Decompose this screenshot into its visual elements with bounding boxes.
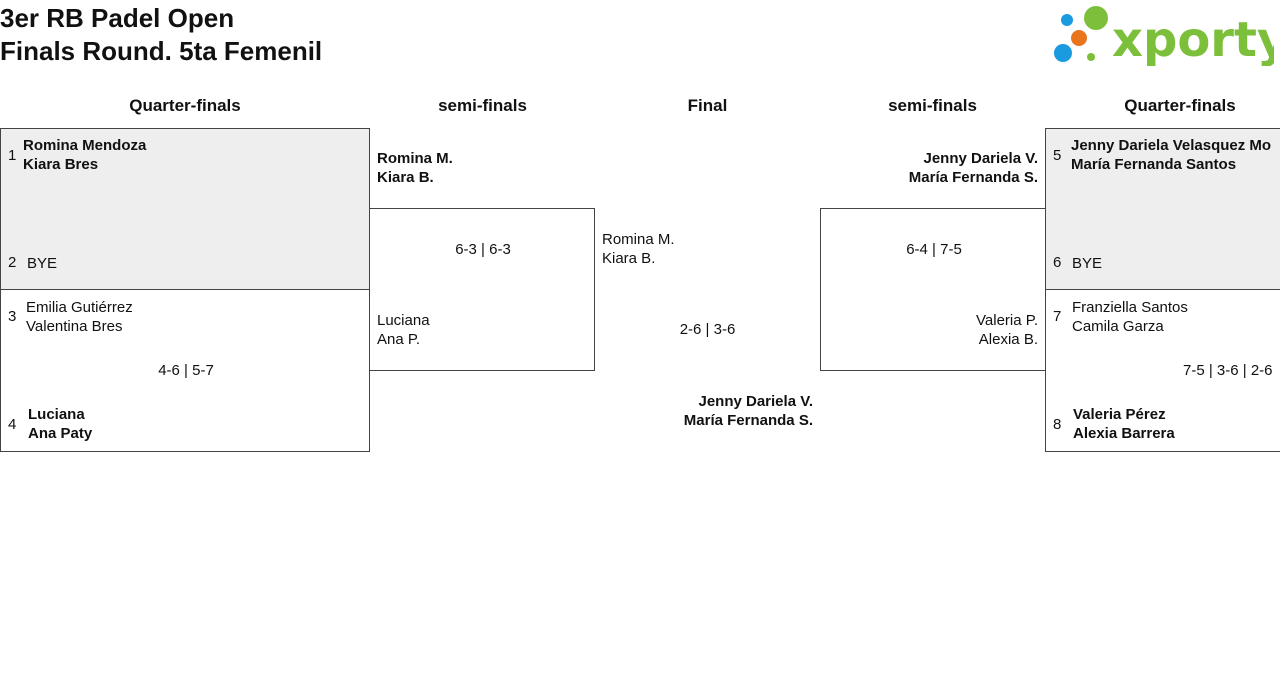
team-entry[interactable]: Franziella Santos Camila Garza <box>1072 298 1188 336</box>
player-name: Valeria P. <box>976 312 1038 329</box>
team-entry[interactable]: BYE <box>1072 254 1102 273</box>
player-name: Valentina Bres <box>26 318 123 335</box>
player-name: Franziella Santos <box>1072 299 1188 316</box>
match-score: 6-3 | 6-3 <box>455 241 511 258</box>
col-header-left-qf: Quarter-finals <box>129 96 241 115</box>
sf-left-bottom-team[interactable]: Luciana Ana P. <box>377 311 430 349</box>
seed-number: 7 <box>1053 308 1062 325</box>
sf-match-left[interactable]: 6-3 | 6-3 Luciana Ana P. <box>369 208 595 371</box>
seed-number: 4 <box>8 416 17 433</box>
player-name: Emilia Gutiérrez <box>26 299 133 316</box>
qf-match-4[interactable]: 7 Franziella Santos Camila Garza 7-5 | 3… <box>1045 289 1280 452</box>
xporty-logo: xporty <box>1052 4 1280 68</box>
player-name: Romina M. <box>377 150 453 167</box>
team-entry[interactable]: Jenny Dariela Velasquez Mo María Fernand… <box>1071 136 1271 174</box>
player-name: María Fernanda Santos <box>1071 156 1237 173</box>
col-header-final: Final <box>687 96 728 115</box>
player-name: Jenny Dariela Velasquez Mo <box>1071 137 1272 154</box>
logo-text: xporty <box>1112 12 1274 66</box>
player-name: Alexia B. <box>978 331 1038 348</box>
team-entry[interactable]: Valeria Pérez Alexia Barrera <box>1073 405 1175 443</box>
player-name: Jenny Dariela V. <box>698 393 813 410</box>
match-score: 6-4 | 7-5 <box>906 241 962 258</box>
col-header-left-sf: semi-finals <box>438 96 527 115</box>
team-entry[interactable]: Romina Mendoza Kiara Bres <box>23 136 146 174</box>
player-name: Alexia Barrera <box>1073 425 1175 442</box>
team-entry[interactable]: BYE <box>27 254 57 273</box>
sf-right-top-team[interactable]: Jenny Dariela V. María Fernanda S. <box>820 149 1038 187</box>
seed-number: 6 <box>1053 254 1062 271</box>
player-name: BYE <box>1072 255 1103 272</box>
player-name: Kiara B. <box>377 169 434 186</box>
seed-number: 8 <box>1053 416 1062 433</box>
round-name: Finals Round. 5ta Femenil <box>0 36 323 66</box>
player-name: Jenny Dariela V. <box>923 150 1038 167</box>
player-name: Luciana <box>28 406 85 423</box>
player-name: María Fernanda S. <box>908 169 1038 186</box>
player-name: Kiara Bres <box>23 156 99 173</box>
player-name: Camila Garza <box>1072 318 1164 335</box>
player-name: María Fernanda S. <box>683 412 813 429</box>
player-name: Ana Paty <box>28 425 93 442</box>
player-name: Ana P. <box>377 331 421 348</box>
seed-number: 5 <box>1053 147 1062 164</box>
sf-match-right[interactable]: 6-4 | 7-5 Valeria P. Alexia B. <box>820 208 1046 371</box>
col-header-right-qf: Quarter-finals <box>1124 96 1236 115</box>
sf-left-top-team[interactable]: Romina M. Kiara B. <box>377 149 453 187</box>
sf-right-bottom-team[interactable]: Valeria P. Alexia B. <box>821 311 1038 349</box>
page-title: 3er RB Padel Open Finals Round. 5ta Feme… <box>0 2 322 68</box>
team-entry[interactable]: Emilia Gutiérrez Valentina Bres <box>26 298 133 336</box>
qf-match-1[interactable]: 1 Romina Mendoza Kiara Bres 2 BYE <box>0 128 370 290</box>
final-top-team[interactable]: Romina M. Kiara B. <box>602 230 675 268</box>
seed-number: 1 <box>8 147 17 164</box>
player-name: Luciana <box>377 312 430 329</box>
team-entry[interactable]: Luciana Ana Paty <box>28 405 92 443</box>
final-score: 2-6 | 3-6 <box>679 321 736 338</box>
qf-match-2[interactable]: 3 Emilia Gutiérrez Valentina Bres 4-6 | … <box>0 289 370 452</box>
final-bottom-team[interactable]: Jenny Dariela V. María Fernanda S. <box>595 392 813 430</box>
player-name: Valeria Pérez <box>1073 406 1166 423</box>
logo-mark: xporty <box>1054 6 1280 68</box>
player-name: BYE <box>27 255 58 272</box>
player-name: Romina Mendoza <box>23 137 147 154</box>
player-name: Romina M. <box>602 231 675 248</box>
qf-match-3[interactable]: 5 Jenny Dariela Velasquez Mo María Ferna… <box>1045 128 1280 290</box>
seed-number: 3 <box>8 308 17 325</box>
tournament-name: 3er RB Padel Open <box>0 3 235 33</box>
col-header-right-sf: semi-finals <box>888 96 977 115</box>
match-score: 4-6 | 5-7 <box>158 362 214 379</box>
seed-number: 2 <box>8 254 17 271</box>
match-score: 7-5 | 3-6 | 2-6 <box>1183 362 1273 379</box>
player-name: Kiara B. <box>602 250 656 267</box>
